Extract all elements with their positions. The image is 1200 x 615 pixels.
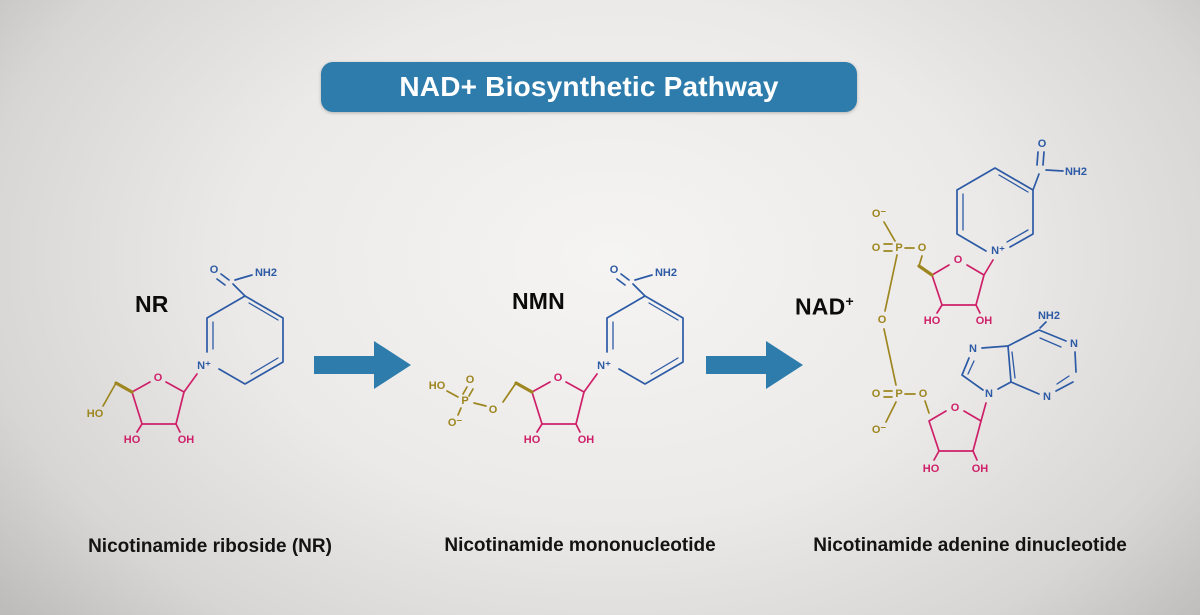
nr-ring-nitrogen-label: N⁺ <box>197 360 211 372</box>
nmn-phosphate-group <box>446 381 534 416</box>
nad-label-sup: + <box>845 293 854 309</box>
nmn-phosphate-ho-label: HO <box>429 380 446 392</box>
nad-amide-nh2-label: NH2 <box>1065 166 1087 178</box>
nad-p2-o-minus-label: O⁻ <box>872 424 887 436</box>
nad-label: NAD+ <box>795 293 854 321</box>
nad-p1-o-double-label: O <box>872 242 881 254</box>
nr-tail-ho-label: HO <box>87 408 104 420</box>
nad-ribose2-oh-label: OH <box>972 463 989 475</box>
nad-ribose2-ho-label: HO <box>923 463 940 475</box>
nad-adenine-n1-label: N <box>1070 338 1078 350</box>
nr-label: NR <box>135 291 169 318</box>
nad-ribose1-oh-label: OH <box>976 315 993 327</box>
nmn-label-text: NMN <box>512 288 565 314</box>
arrow-nmn-to-nad <box>706 341 803 389</box>
arrow-shape <box>314 341 411 389</box>
nr-ribose-oh-label: OH <box>178 434 195 446</box>
nad-structure: O NH2 N⁺ O HO OH O⁻ O P O O O P O O⁻ NH2… <box>872 138 1087 475</box>
nad-adenine-n3-label: N <box>1043 391 1051 403</box>
nad-ring-nitrogen-label: N⁺ <box>991 245 1005 257</box>
nad-p1-phosphorus-label: P <box>895 242 902 254</box>
title-banner: NAD+ Biosynthetic Pathway <box>321 62 857 112</box>
nad-adenine-nh2-label: NH2 <box>1038 310 1060 322</box>
nmn-phosphate-o-double-label: O <box>466 374 475 386</box>
nr-amide-nh2-label: NH2 <box>255 267 277 279</box>
nmn-ribose-oh-label: OH <box>578 434 595 446</box>
nmn-pyridinium-ring <box>606 273 684 385</box>
nad-p1-o-link-label: O <box>918 242 927 254</box>
nr-ribose-ho-label: HO <box>124 434 141 446</box>
nr-label-text: NR <box>135 291 169 317</box>
nmn-amide-o-label: O <box>610 264 619 276</box>
nad-ribose1-o-label: O <box>954 254 963 266</box>
nr-structure: O NH2 N⁺ O HO OH HO <box>87 264 284 446</box>
nr-caption: Nicotinamide riboside (NR) <box>88 536 332 557</box>
nad-adenine-ring <box>961 321 1077 395</box>
nad-bridge-o-label: O <box>878 314 887 326</box>
nad-adenine-n7-label: N <box>969 343 977 355</box>
nad-ribose-2 <box>928 402 987 461</box>
nad-nicotinamide-ring <box>956 151 1064 252</box>
nmn-phosphorus-label: P <box>461 395 468 407</box>
nmn-linker-o-label: O <box>489 404 498 416</box>
nad-p2-phosphorus-label: P <box>895 388 902 400</box>
nad-p2-o-link-label: O <box>919 388 928 400</box>
arrow-nr-to-nmn <box>314 341 411 389</box>
nr-pyridinium-ring <box>206 273 284 385</box>
nad-label-text: NAD <box>795 293 846 320</box>
nad-pyrophosphate-group <box>883 221 934 423</box>
arrow-shape <box>706 341 803 389</box>
nad-ribose1-ho-label: HO <box>924 315 941 327</box>
nad-amide-o-label: O <box>1038 138 1047 150</box>
nmn-caption: Nicotinamide mononucleotide <box>444 535 716 556</box>
nad-adenine-n9-label: N <box>985 388 993 400</box>
nmn-amide-nh2-label: NH2 <box>655 267 677 279</box>
nr-ribose-o-label: O <box>154 372 163 384</box>
nmn-ring-nitrogen-label: N⁺ <box>597 360 611 372</box>
nad-ribose2-o-label: O <box>951 402 960 414</box>
nmn-ribose-o-label: O <box>554 372 563 384</box>
nad-p1-o-minus-label: O⁻ <box>872 208 887 220</box>
nmn-ribose-ring <box>531 373 598 433</box>
nad-caption: Nicotinamide adenine dinucleotide <box>813 535 1127 556</box>
page-title: NAD+ Biosynthetic Pathway <box>399 71 779 102</box>
nr-ribose-ring <box>131 373 198 433</box>
nr-amide-o-label: O <box>210 264 219 276</box>
nmn-ribose-ho-label: HO <box>524 434 541 446</box>
nmn-phosphate-o-minus-label: O⁻ <box>448 417 463 429</box>
nmn-label: NMN <box>512 288 565 315</box>
nad-ribose-1 <box>931 259 994 314</box>
nr-hydroxymethyl-tail <box>102 381 134 407</box>
nmn-structure: O NH2 N⁺ O HO OH HO O P O⁻ O <box>429 264 684 446</box>
nad-p2-o-double-label: O <box>872 388 881 400</box>
